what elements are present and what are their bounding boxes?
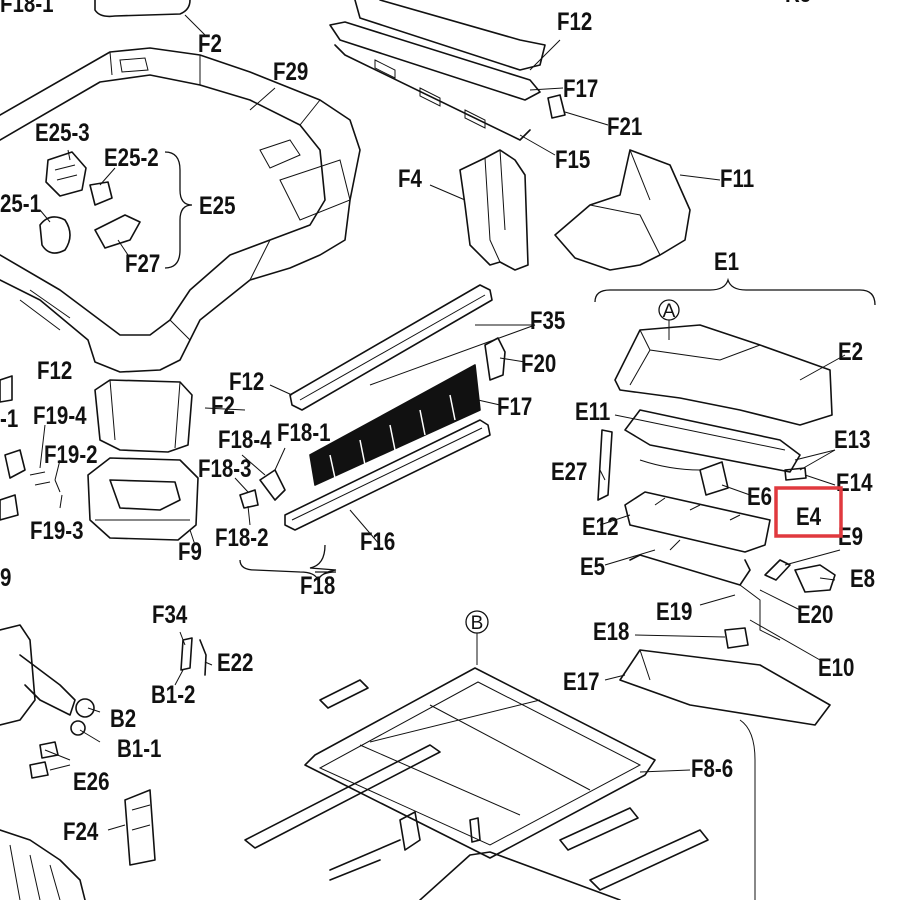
label-dash1: -1 [0, 404, 18, 432]
part-frame-f29 [0, 47, 361, 373]
part-f4 [459, 149, 529, 271]
label-f34: F34 [152, 600, 188, 628]
label-f2-top: F2 [198, 29, 222, 57]
label-e20: E20 [797, 600, 833, 628]
label-f2-center: F2 [211, 391, 235, 419]
part-e12-board [624, 491, 771, 553]
svg-text:B: B [471, 613, 484, 634]
part-e17-plate [619, 649, 831, 726]
f18-brace [239, 544, 337, 582]
label-f12-left: F12 [37, 356, 72, 384]
label-e6: E6 [747, 482, 772, 510]
callout-a: A [658, 299, 680, 340]
e25-brace [164, 151, 193, 269]
label-e1: E1 [714, 247, 739, 275]
part-e6 [639, 459, 729, 496]
svg-text:A: A [663, 301, 676, 322]
part-f18-clips [234, 447, 286, 526]
part-left-assembly [0, 624, 213, 900]
label-f16: F16 [360, 527, 395, 555]
label-f8-6: F8-6 [691, 754, 733, 782]
label-e2: E2 [838, 337, 863, 365]
label-f15: F15 [555, 145, 591, 173]
part-e11 [624, 409, 801, 473]
label-e19: E19 [656, 597, 692, 625]
part-e2-cover [614, 324, 833, 426]
label-f9: F9 [178, 537, 202, 565]
label-r5: R5 [785, 0, 811, 7]
label-b2: B2 [110, 704, 136, 732]
e4-highlight-box [774, 486, 843, 538]
label-f21: F21 [607, 112, 643, 140]
label-e25-1: 25-1 [0, 189, 41, 217]
part-f12-rail [289, 284, 493, 411]
part-f11 [554, 149, 691, 271]
label-f35: F35 [530, 306, 566, 334]
part-f19 [0, 375, 63, 521]
e1-bracket [594, 277, 876, 306]
label-e8: E8 [850, 564, 875, 592]
part-e27 [597, 429, 613, 501]
label-e22: E22 [217, 648, 253, 676]
part-f20 [484, 337, 506, 381]
label-f19-2: F19-2 [44, 440, 98, 468]
part-e8-e9 [764, 549, 841, 593]
label-f18-2: F18-2 [215, 523, 269, 551]
label-e18: E18 [593, 617, 630, 645]
part-top-bracket [94, 0, 191, 18]
label-f18-3: F18-3 [198, 454, 252, 482]
part-harness [629, 539, 781, 649]
part-f17-grille [309, 364, 481, 486]
leader-lines [107, 14, 846, 831]
label-e12: E12 [582, 512, 618, 540]
label-e5: E5 [580, 552, 605, 580]
label-f20: F20 [521, 349, 556, 377]
label-e13: E13 [834, 425, 870, 453]
part-border-right [739, 719, 756, 900]
label-e25: E25 [199, 191, 236, 219]
part-labels: F18-1 F2 F29 F12 F17 F21 F15 F4 F11 E25-… [0, 0, 875, 845]
part-top-rails [329, 0, 566, 141]
label-b1-1: B1-1 [117, 734, 162, 762]
label-e25-2: E25-2 [104, 143, 159, 171]
label-9: 9 [0, 563, 11, 591]
callout-b: B [465, 610, 489, 665]
label-f17-top: F17 [563, 74, 598, 102]
label-f17-right: F17 [497, 392, 532, 420]
label-f18-1: F18-1 [277, 418, 331, 446]
label-e17: E17 [563, 667, 599, 695]
label-f27: F27 [125, 249, 160, 277]
label-f11: F11 [720, 164, 754, 192]
label-f24: F24 [63, 817, 99, 845]
label-f19-3: F19-3 [30, 516, 84, 544]
label-f18-4: F18-4 [218, 425, 272, 453]
label-e10: E10 [818, 653, 854, 681]
label-e11: E11 [575, 397, 611, 425]
label-f4: F4 [398, 164, 422, 192]
part-f16 [284, 419, 491, 531]
part-f2-center [94, 379, 193, 453]
label-f12-center: F12 [229, 367, 264, 395]
label-f12-top: F12 [557, 7, 592, 35]
label-e25-3: E25-3 [35, 118, 90, 146]
label-e26: E26 [73, 767, 109, 795]
part-f9 [87, 457, 199, 541]
label-f19-4: F19-4 [33, 401, 87, 429]
part-e25-assembly [39, 149, 141, 256]
label-f29: F29 [273, 57, 308, 85]
label-f18-1-top: F18-1 [0, 0, 54, 17]
part-f8-6-panel [244, 667, 709, 900]
part-e13-e14 [784, 449, 836, 486]
label-f18: F18 [300, 571, 336, 599]
label-e4: E4 [796, 502, 821, 530]
label-e27: E27 [551, 457, 587, 485]
label-b1-2: B1-2 [151, 680, 195, 708]
